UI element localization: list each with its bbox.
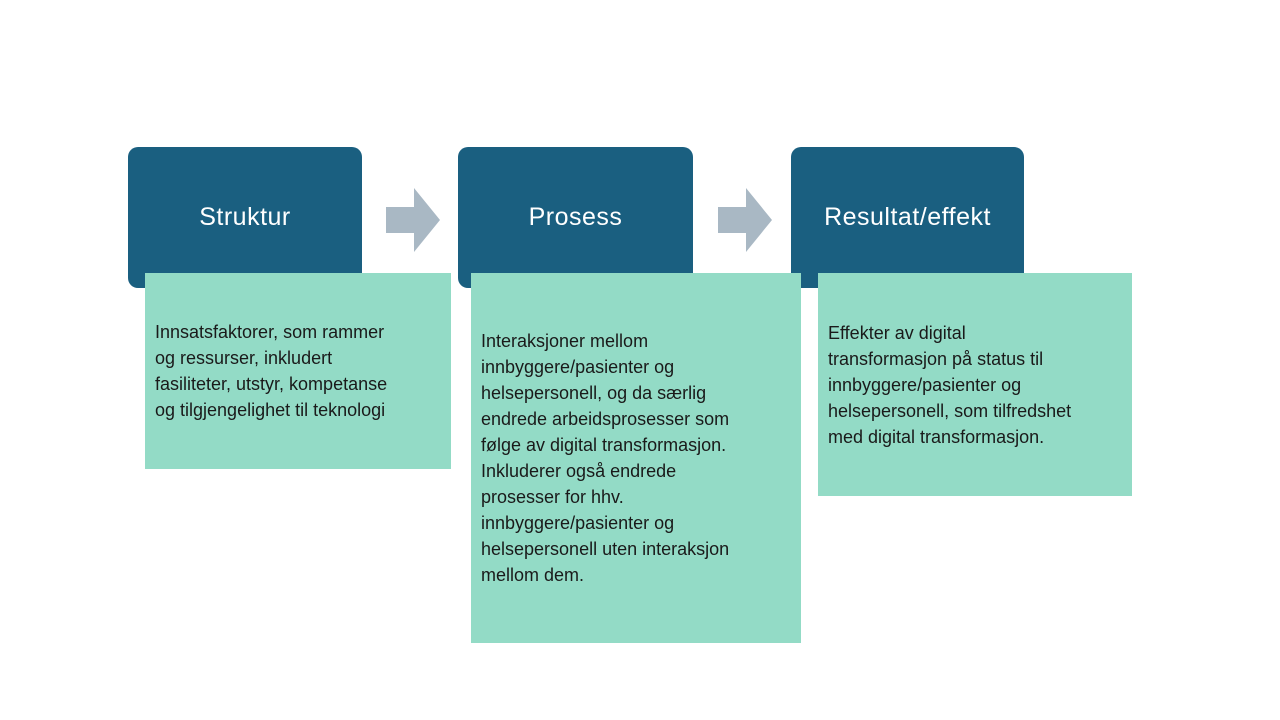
stage-box-resultat-effekt: Resultat/effekt [791, 147, 1024, 288]
description-text-resultat-effekt: Effekter av digital transformasjon på st… [828, 322, 1072, 447]
stage-title-prosess: Prosess [528, 203, 623, 231]
stage-title-struktur: Struktur [199, 203, 291, 231]
stage-title-resultat-effekt: Resultat/effekt [824, 203, 991, 231]
description-box-prosess: Interaksjoner mellom innbyggere/pasiente… [471, 273, 801, 643]
description-text-prosess: Interaksjoner mellom innbyggere/pasiente… [481, 331, 730, 585]
stage-box-prosess: Prosess [458, 147, 693, 288]
stage-box-struktur: Struktur [128, 147, 362, 288]
description-box-struktur: Innsatsfaktorer, som rammer og ressurser… [145, 273, 451, 469]
description-text-struktur: Innsatsfaktorer, som rammer og ressurser… [155, 322, 388, 420]
right-arrow-icon [718, 188, 772, 252]
description-box-resultat-effekt: Effekter av digital transformasjon på st… [818, 273, 1132, 496]
right-arrow-icon [386, 188, 440, 252]
